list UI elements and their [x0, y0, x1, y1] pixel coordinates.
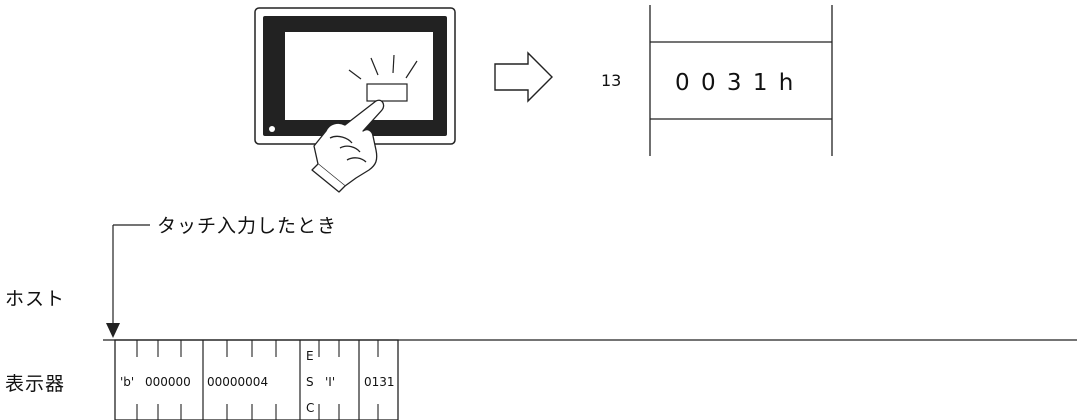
pointing-hand-icon	[311, 99, 385, 193]
frame-field-1: 000000	[145, 375, 191, 389]
event-arrow-head	[106, 323, 120, 338]
frame-command: 'b'	[120, 375, 134, 389]
frame-esc-s: S	[306, 375, 314, 389]
outline-arrow-icon	[494, 51, 553, 103]
register-address: 13	[601, 71, 621, 90]
host-row-label: ホスト	[5, 288, 65, 310]
frame-terminator: 'I'	[325, 375, 335, 389]
transmission-frame: 'b' 000000 00000004 E S C 'I' 0131	[114, 339, 399, 420]
display-row-label: 表示器	[5, 373, 65, 395]
byte-ticks	[136, 340, 379, 420]
touch-switch	[366, 83, 408, 102]
register-value: 0 0 3 1 h	[675, 70, 795, 96]
event-label: タッチ入力したとき	[157, 215, 337, 237]
frame-field-2: 00000004	[207, 375, 268, 389]
touch-flash-lines	[348, 54, 418, 80]
frame-esc-c: C	[306, 401, 314, 415]
register-box: 13 0 0 3 1 h	[601, 5, 833, 156]
power-led	[269, 126, 275, 132]
touch-panel-illustration	[254, 7, 456, 193]
frame-data: 0131	[364, 375, 395, 389]
frame-esc-e: E	[306, 349, 314, 363]
panel-screen	[285, 32, 433, 120]
